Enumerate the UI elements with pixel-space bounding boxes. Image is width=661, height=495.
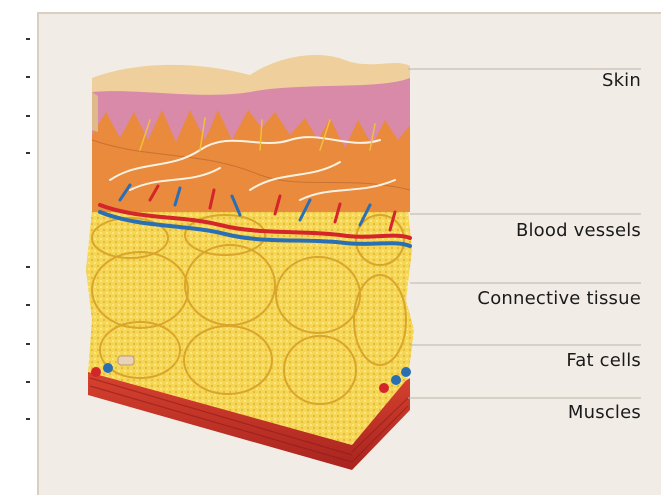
label-connective-tissue: Connective tissue <box>477 288 641 309</box>
label-blood-vessels: Blood vessels <box>516 220 641 241</box>
label-muscles: Muscles <box>568 402 641 423</box>
label-fat-cells: Fat cells <box>566 350 641 371</box>
label-skin: Skin <box>602 70 641 91</box>
